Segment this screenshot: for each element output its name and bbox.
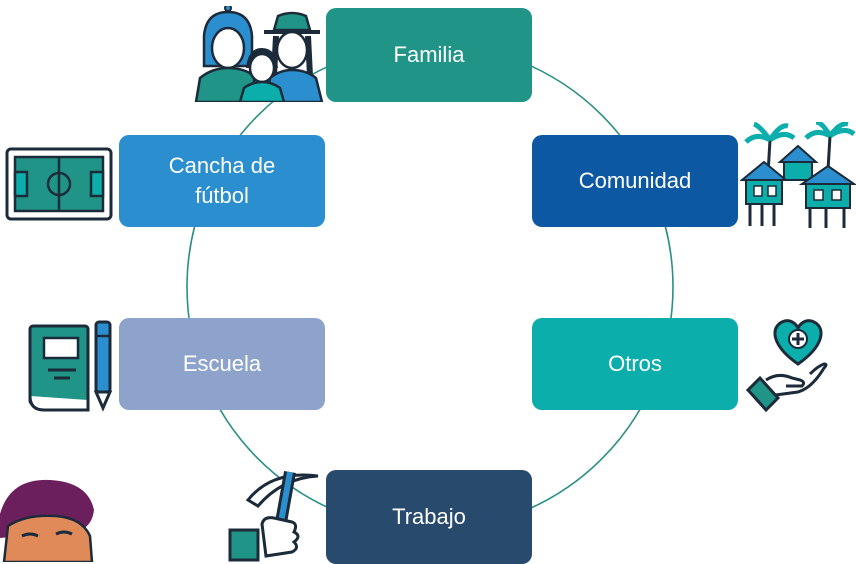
node-familia: Familia <box>326 8 532 102</box>
node-otros: Otros <box>532 318 738 410</box>
node-trabajo-label: Trabajo <box>392 504 466 529</box>
node-otros-label: Otros <box>608 351 662 376</box>
heart-hand-icon <box>745 319 828 412</box>
book-pencil-icon <box>28 320 113 412</box>
family-icon <box>194 6 324 102</box>
character-partial-icon <box>0 479 94 562</box>
node-comunidad-label: Comunidad <box>578 168 692 193</box>
node-comunidad: Comunidad <box>532 135 738 227</box>
node-familia-label: Familia <box>393 42 465 67</box>
node-cancha-label-line-2: fútbol <box>195 183 249 208</box>
node-escuela: Escuela <box>119 318 325 410</box>
node-trabajo: Trabajo <box>326 470 532 564</box>
stilt-houses-icon <box>740 122 856 228</box>
node-cancha-label-line-1: Cancha de <box>168 153 276 178</box>
pickaxe-hand-icon <box>228 470 319 562</box>
soccer-field-icon <box>5 147 113 221</box>
node-escuela-label: Escuela <box>182 351 262 376</box>
node-cancha: Cancha de fútbol <box>119 135 325 227</box>
